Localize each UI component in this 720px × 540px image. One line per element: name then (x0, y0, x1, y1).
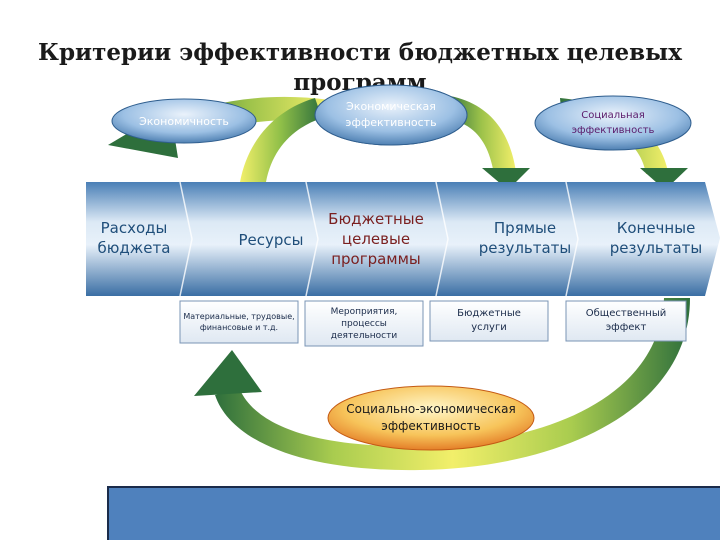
band-stage-resources: Ресурсы (225, 228, 317, 252)
ellipse-social-efficiency: Социальная эффективность (545, 104, 681, 142)
box-services-shape (429, 300, 549, 342)
arrowhead-bottom (194, 350, 262, 396)
process-band (86, 182, 720, 296)
box-services-detail-label: Бюджетные услуги (457, 308, 521, 333)
ellipse-social-efficiency-label: Социальная эффективность (571, 110, 655, 136)
band-stage-direct-results-label: Прямые результаты (478, 219, 572, 257)
ellipse-economy-shape (111, 98, 257, 144)
ellipse-socio-economic-shape (327, 385, 535, 451)
band-stage-direct-results: Прямые результаты (468, 214, 582, 262)
arrowhead-social (640, 168, 688, 190)
box-public-effect-detail-label: Общественный эффект (585, 308, 667, 333)
band-divider-3 (435, 181, 449, 297)
box-services-detail: Бюджетные услуги (450, 303, 528, 339)
band-stage-programs-label: Бюджетные целевые программы (328, 210, 424, 268)
band-divider-2 (305, 181, 319, 297)
band-stage-programs: Бюджетные целевые программы (326, 204, 426, 274)
band-stage-final-results: Конечные результаты (596, 214, 716, 262)
band-stage-resources-label: Ресурсы (238, 231, 304, 249)
box-resources-detail-label: Материальные, трудовые, финансовые и т.д… (183, 312, 295, 332)
box-public-effect-detail: Общественный эффект (570, 303, 682, 339)
band-stage-expenses: Расходы бюджета (88, 214, 180, 262)
box-resources-detail: Материальные, трудовые, финансовые и т.д… (182, 303, 296, 341)
ellipse-socio-economic: Социально-экономическая эффективность (334, 392, 528, 444)
box-resources-shape (179, 300, 299, 344)
box-activities-detail-label: Мероприятия, процессы деятельности (330, 306, 398, 341)
bottom-return-arrow (215, 298, 690, 471)
band-divider-4 (565, 181, 579, 297)
ellipse-socio-economic-label: Социально-экономическая эффективность (346, 402, 516, 433)
footer-bar (107, 486, 720, 540)
band-stage-expenses-label: Расходы бюджета (97, 219, 171, 257)
curved-arrow-resources (240, 98, 322, 182)
box-public-effect-shape (565, 300, 687, 342)
ellipse-economy: Экономичность (112, 105, 256, 137)
band-stage-final-results-label: Конечные результаты (609, 219, 703, 257)
box-activities-detail: Мероприятия, процессы деятельности (307, 303, 421, 344)
box-activities-shape (304, 300, 424, 347)
title-line-1: Критерии эффективности бюджетных целевых (38, 39, 682, 66)
ellipse-economic-efficiency: Экономическая эффективность (322, 88, 460, 142)
ellipse-economy-label: Экономичность (139, 114, 229, 128)
ellipse-economic-efficiency-label: Экономическая эффективность (345, 100, 437, 129)
ellipse-social-efficiency-shape (534, 95, 692, 151)
band-divider-1 (179, 181, 193, 297)
arrowhead-direct (482, 168, 530, 190)
